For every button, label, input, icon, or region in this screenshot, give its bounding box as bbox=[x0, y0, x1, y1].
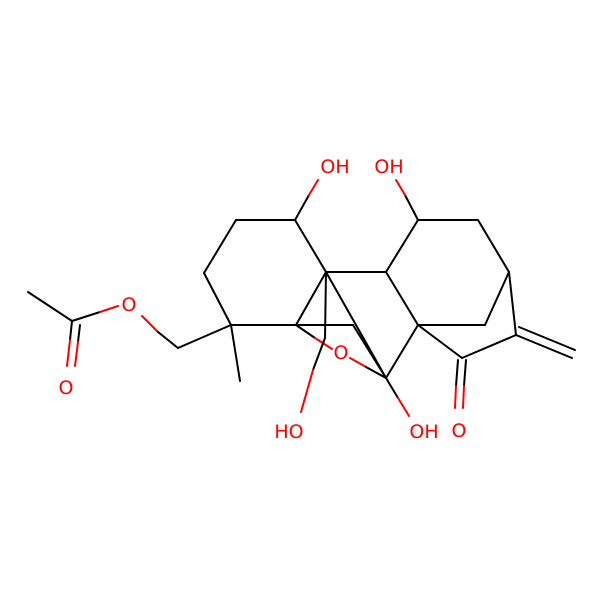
bond bbox=[385, 324, 419, 379]
bond bbox=[324, 271, 327, 339]
bond bbox=[463, 359, 467, 387]
bond bbox=[177, 324, 232, 349]
bond bbox=[484, 271, 510, 326]
hydroxyl-label: OH bbox=[320, 156, 349, 178]
bond-lines bbox=[27, 179, 576, 417]
bond bbox=[461, 334, 517, 359]
bond bbox=[477, 219, 510, 273]
bond bbox=[295, 271, 327, 326]
carbonyl-oxygen-label: O bbox=[59, 377, 74, 399]
bond bbox=[230, 324, 241, 382]
bond bbox=[349, 357, 367, 368]
bond bbox=[455, 359, 459, 387]
bond bbox=[294, 219, 327, 273]
bond bbox=[385, 219, 419, 273]
hydroxyl-label: OH bbox=[409, 421, 438, 443]
bond bbox=[312, 337, 326, 371]
hydroxyl-label: HO bbox=[274, 421, 303, 443]
bond bbox=[77, 324, 81, 343]
bond bbox=[71, 311, 101, 322]
bond bbox=[385, 271, 419, 326]
bond bbox=[404, 194, 419, 221]
bond bbox=[454, 385, 457, 409]
bridge-oxygen-label: O bbox=[334, 342, 349, 364]
bond bbox=[141, 315, 159, 333]
bond bbox=[508, 271, 517, 336]
bond bbox=[27, 291, 73, 322]
bond bbox=[203, 219, 237, 274]
bond bbox=[385, 377, 399, 399]
bond bbox=[157, 331, 179, 349]
bond bbox=[365, 366, 387, 379]
bond bbox=[203, 272, 232, 326]
bond bbox=[515, 334, 573, 359]
bond bbox=[69, 320, 73, 341]
bond bbox=[518, 326, 576, 351]
bond bbox=[462, 385, 465, 409]
bond bbox=[99, 305, 119, 313]
bond bbox=[395, 179, 406, 196]
bond bbox=[294, 194, 310, 221]
bond bbox=[308, 179, 319, 196]
bond bbox=[397, 397, 410, 417]
atom-labels: OH OH HO OH O O O O bbox=[59, 156, 467, 443]
bond bbox=[352, 324, 387, 379]
ketone-oxygen-label: O bbox=[452, 420, 467, 442]
bond bbox=[66, 339, 71, 367]
ester-oxygen-label: O bbox=[122, 294, 137, 316]
bond bbox=[295, 324, 316, 339]
hydroxyl-label: OH bbox=[374, 156, 403, 178]
bond bbox=[74, 341, 79, 367]
bond bbox=[417, 324, 463, 359]
bond bbox=[300, 369, 314, 413]
